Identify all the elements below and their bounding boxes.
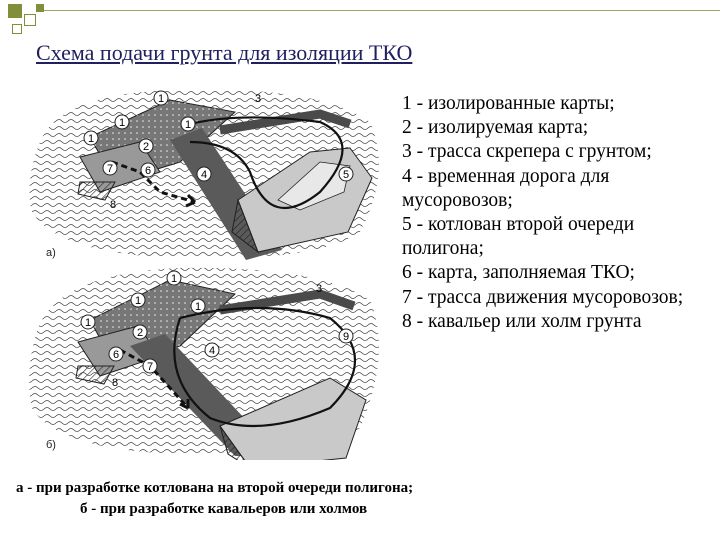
caption-line-b: б - при разработке кавальеров или холмов	[80, 501, 368, 517]
figure-caption: а - при разработке котлована на второй о…	[16, 478, 413, 520]
label-7: 7	[107, 163, 113, 175]
header-rule	[44, 10, 720, 11]
scraper-track-a	[219, 109, 352, 135]
pit-slope-a	[231, 198, 260, 254]
label-1: 1	[195, 301, 201, 313]
subfigure-b: 1 3 1 1 1 2 6 7 4 9 8 б)	[29, 267, 379, 460]
label-2: 2	[143, 141, 149, 153]
labels-a: 1 3 1 1 1 2 7 6 4 5 8	[83, 90, 354, 211]
card-edge-b	[75, 365, 115, 385]
scraper-route-a	[189, 116, 344, 209]
scraper-track-b	[219, 289, 356, 315]
square-decor	[36, 4, 44, 12]
square-decor	[24, 14, 36, 26]
label-2: 2	[137, 327, 143, 339]
legend-item: 8 - кавальер или холм грунта	[402, 310, 642, 332]
square-decor	[8, 4, 22, 18]
label-1: 1	[88, 133, 94, 145]
label-1: 1	[158, 93, 164, 105]
label-8: 8	[112, 377, 118, 389]
label-4: 4	[201, 169, 207, 181]
label-8: 8	[110, 199, 116, 211]
truck-route-a	[111, 160, 196, 204]
hill-b	[219, 377, 367, 460]
label-9: 9	[343, 331, 349, 343]
label-6: 6	[113, 349, 119, 361]
label-3: 3	[316, 283, 322, 295]
caption-line-a: а - при разработке котлована на второй о…	[16, 480, 414, 496]
label-1: 1	[171, 273, 177, 285]
soil-supply-diagram: 1 3 1 1 1 2 7 6 4 5 8 а) 1 3 1	[29, 89, 379, 460]
truck-route-arrow-a	[185, 193, 197, 208]
subfigure-a-label: а)	[46, 247, 56, 259]
legend-item: 4 - временная дорога для мусоровозов;	[402, 165, 610, 211]
card-edge-a	[77, 181, 116, 201]
hill-slope-b	[219, 425, 245, 460]
square-decor	[12, 24, 22, 34]
legend-item: 6 - карта, заполняемая ТКО;	[402, 262, 635, 284]
label-1: 1	[135, 295, 141, 307]
legend-item: 5 - котлован второй очереди полигона;	[402, 214, 635, 260]
scraper-route-b	[173, 306, 356, 428]
legend-item: 1 - изолированные карты;	[402, 93, 615, 114]
label-4: 4	[209, 345, 215, 357]
label-6: 6	[145, 165, 151, 177]
labels-b: 1 3 1 1 1 2 6 7 4 9 8	[80, 270, 354, 389]
label-7: 7	[147, 361, 153, 373]
subfigure-b-label: б)	[46, 439, 56, 451]
decorative-squares	[0, 0, 720, 44]
legend-item: 2 - изолируемая карта;	[402, 117, 589, 139]
subfigure-a: 1 3 1 1 1 2 7 6 4 5 8 а)	[29, 89, 379, 260]
label-3: 3	[255, 93, 261, 105]
legend: 1 - изолированные карты; 2 - изолируемая…	[402, 92, 712, 334]
truck-route-arrow-b	[179, 399, 190, 410]
label-5: 5	[343, 169, 349, 181]
label-1: 1	[185, 119, 191, 131]
label-1: 1	[119, 117, 125, 129]
legend-item: 3 - трасса скрепера с грунтом;	[402, 141, 652, 163]
page-title: Схема подачи грунта для изоляции ТКО	[36, 40, 413, 65]
card-being-insulated-a	[79, 141, 161, 193]
legend-item: 7 - трасса движения мусоровозов;	[402, 286, 684, 308]
label-1: 1	[85, 317, 91, 329]
